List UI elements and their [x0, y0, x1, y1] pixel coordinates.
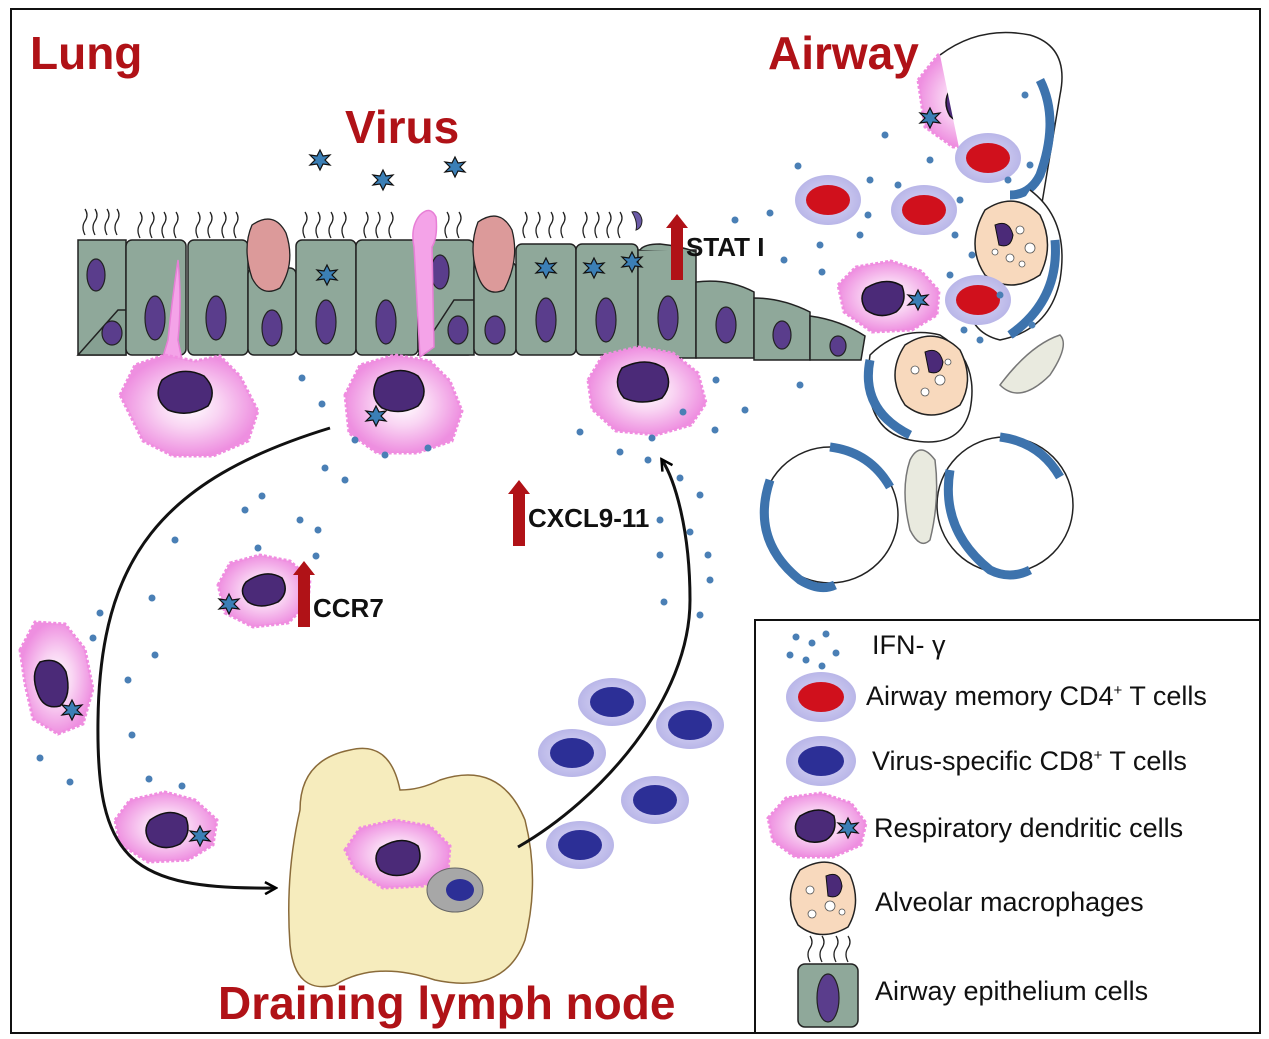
cd8-t-cell [538, 729, 606, 777]
title-lung: Lung [30, 27, 143, 79]
lymph-node [288, 747, 534, 988]
legend-label-dendritic: Respiratory dendritic cells [874, 813, 1184, 843]
legend-label-macrophage: Alveolar macrophages [875, 887, 1144, 917]
legend-label-cd8: Virus-specific CD8+ T cells [872, 746, 1187, 777]
shed-fragment [631, 211, 643, 231]
airway-epithelium [76, 208, 866, 361]
alveolar-macrophage [974, 200, 1049, 286]
legend-label-cd4: Airway memory CD4+ T cells [866, 681, 1207, 712]
legend-epithelium-icon [797, 935, 859, 1028]
cd8-t-cell [656, 701, 724, 749]
cilia [82, 208, 623, 239]
cd4-t-cells [795, 133, 1021, 325]
legend-label-ifn: IFN- γ [872, 630, 946, 660]
legend-cd8-icon [786, 736, 856, 786]
dendritic-cell [836, 259, 941, 334]
label-cxcl: CXCL9-11 [528, 503, 650, 533]
legend-cd8-suffix: T cells [1102, 746, 1187, 776]
title-virus: Virus [345, 101, 460, 153]
cd4-t-cell [945, 275, 1011, 325]
ccr7-up-arrow [293, 561, 315, 627]
dendritic-cell [586, 345, 708, 437]
dendritic-cell [118, 259, 260, 458]
legend-cd4-icon [786, 672, 856, 722]
cd4-t-cell [955, 133, 1021, 183]
cd8-t-cell [546, 821, 614, 869]
legend-cd4-sup: + [1113, 682, 1123, 699]
title-lymph-node: Draining lymph node [218, 977, 676, 1029]
ifn-gamma-dots [36, 91, 1036, 790]
label-stat: STAT I [686, 232, 765, 262]
dendritic-cell [343, 209, 464, 455]
legend-macrophage-icon [789, 861, 857, 936]
dendritic-cell [216, 553, 312, 629]
title-airway: Airway [768, 27, 919, 79]
legend-cd4-text: Airway memory CD4 [866, 681, 1114, 711]
legend-ifn-icon [786, 630, 840, 670]
upregulation-arrows [293, 214, 688, 627]
stat-up-arrow [666, 214, 688, 280]
alveolar-macrophage [894, 335, 969, 416]
legend-cd8-text: Virus-specific CD8 [872, 746, 1094, 776]
alveolar-macrophages [894, 200, 1049, 416]
epithelial-nuclei [86, 254, 847, 357]
t-cell-recruitment-arrow [517, 460, 692, 849]
legend-cd8-sup: + [1093, 747, 1103, 764]
label-ccr7: CCR7 [313, 593, 384, 623]
cd8-t-cell [621, 776, 689, 824]
legend [754, 619, 1261, 1034]
dendritic-cell [113, 790, 219, 864]
naive-t-cell [426, 867, 484, 913]
cd4-t-cell [891, 185, 957, 235]
cxcl-up-arrow [508, 480, 530, 546]
goblet-cells [246, 215, 516, 293]
legend-cd4-suffix: T cells [1122, 681, 1207, 711]
cd8-t-cells [538, 678, 724, 869]
legend-dendritic-icon [766, 791, 868, 859]
cd8-t-cell [578, 678, 646, 726]
dendritic-cell [343, 818, 452, 890]
legend-label-epithelium: Airway epithelium cells [875, 976, 1149, 1006]
virus-particles [60, 106, 942, 848]
dc-migration-arrow [96, 426, 331, 888]
cd4-t-cell [795, 175, 861, 225]
